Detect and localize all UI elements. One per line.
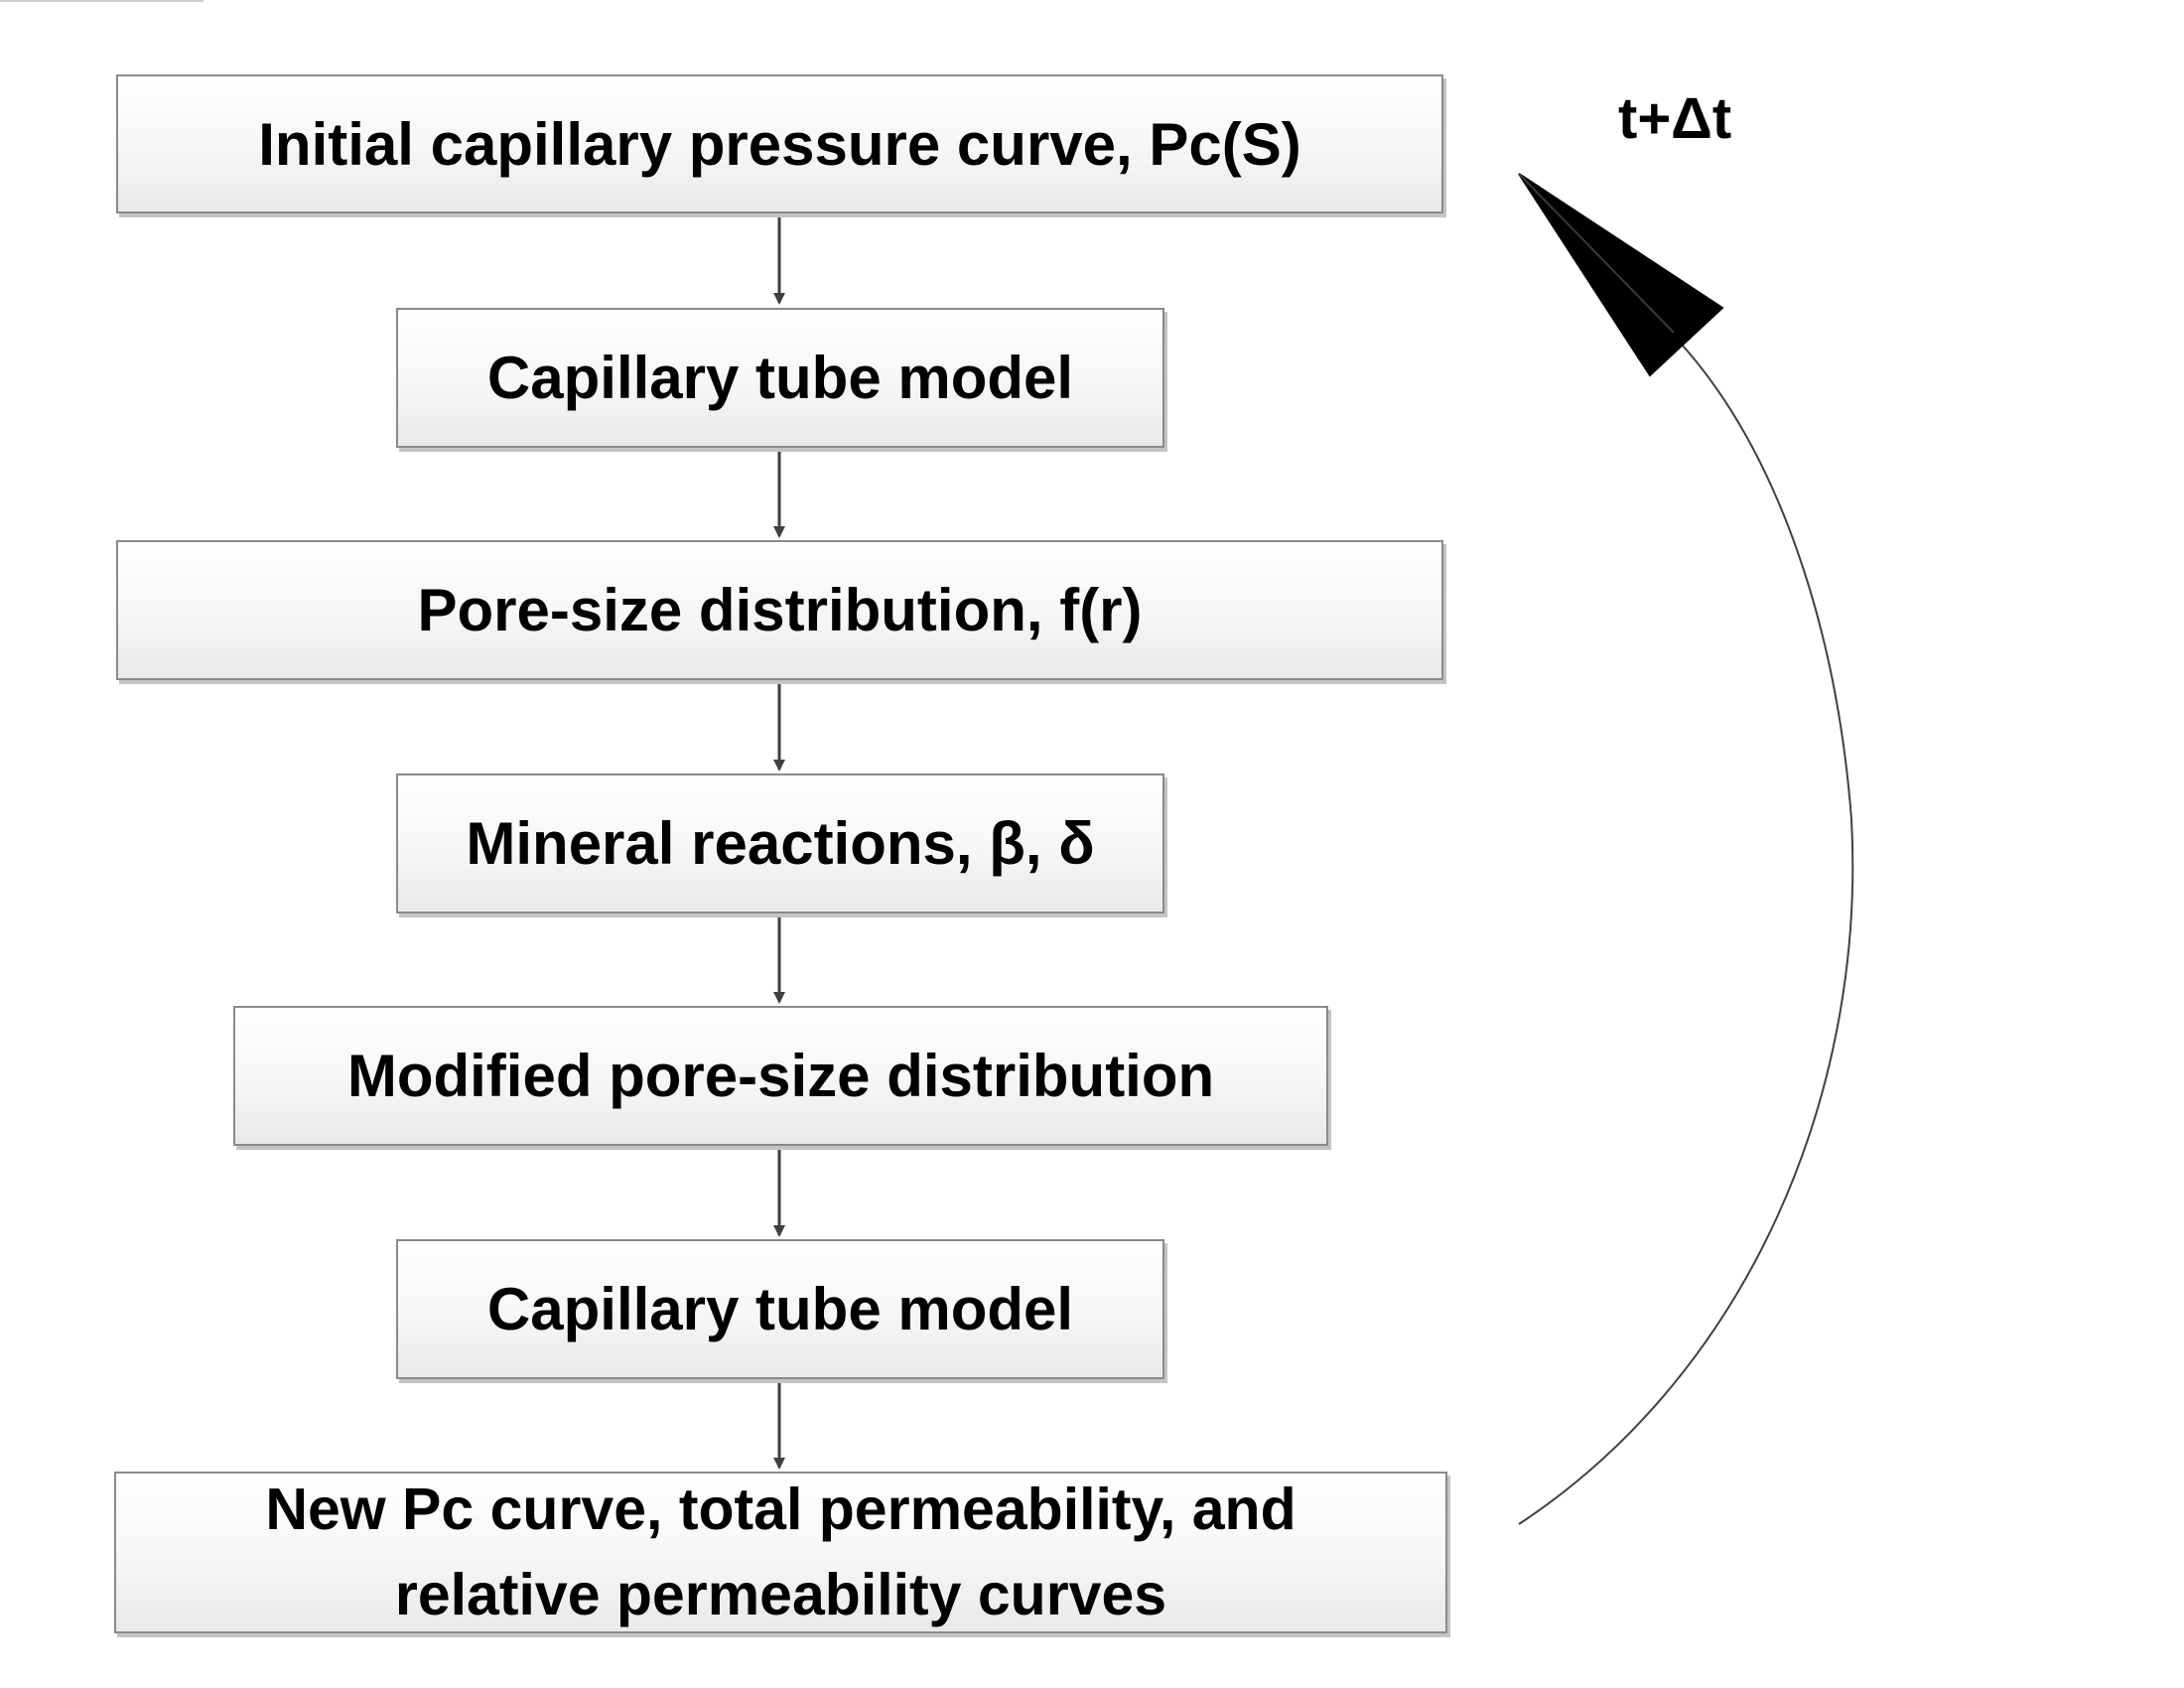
step-capillary-tube-model-1-label: Capillary tube model bbox=[486, 345, 1074, 411]
step-modified-pore-size-distribution: Modified pore-size distribution bbox=[233, 1006, 1328, 1146]
time-step-label: t+Δt bbox=[1618, 86, 1732, 151]
step-mineral-reactions: Mineral reactions, β, δ bbox=[396, 774, 1164, 914]
step-initial-capillary-pressure-label: Initial capillary pressure curve, Pc(S) bbox=[258, 110, 1301, 178]
step-initial-capillary-pressure: Initial capillary pressure curve, Pc(S) bbox=[116, 74, 1443, 213]
step-capillary-tube-model-2: Capillary tube model bbox=[396, 1239, 1164, 1379]
step-capillary-tube-model-2-label: Capillary tube model bbox=[486, 1276, 1074, 1342]
feedback-loop-arc bbox=[1518, 345, 1854, 1525]
step-modified-pore-size-distribution-label: Modified pore-size distribution bbox=[346, 1043, 1215, 1109]
step-capillary-tube-model-1: Capillary tube model bbox=[396, 308, 1164, 448]
feedback-loop-arrowhead bbox=[1518, 173, 1724, 377]
step-pore-size-distribution-label: Pore-size distribution, f(r) bbox=[417, 577, 1143, 643]
step-new-pc-curve-permeability: New Pc curve, total permeability, and re… bbox=[114, 1472, 1447, 1633]
step-pore-size-distribution: Pore-size distribution, f(r) bbox=[116, 540, 1443, 680]
step-mineral-reactions-label: Mineral reactions, β, δ bbox=[466, 810, 1095, 877]
step-new-pc-curve-line-1: New Pc curve, total permeability, and bbox=[265, 1476, 1297, 1542]
feedback-arrowhead-highlight bbox=[1518, 173, 1675, 334]
top-edge-rule bbox=[0, 0, 204, 2]
step-new-pc-curve-line-2: relative permeability curves bbox=[394, 1561, 1167, 1627]
